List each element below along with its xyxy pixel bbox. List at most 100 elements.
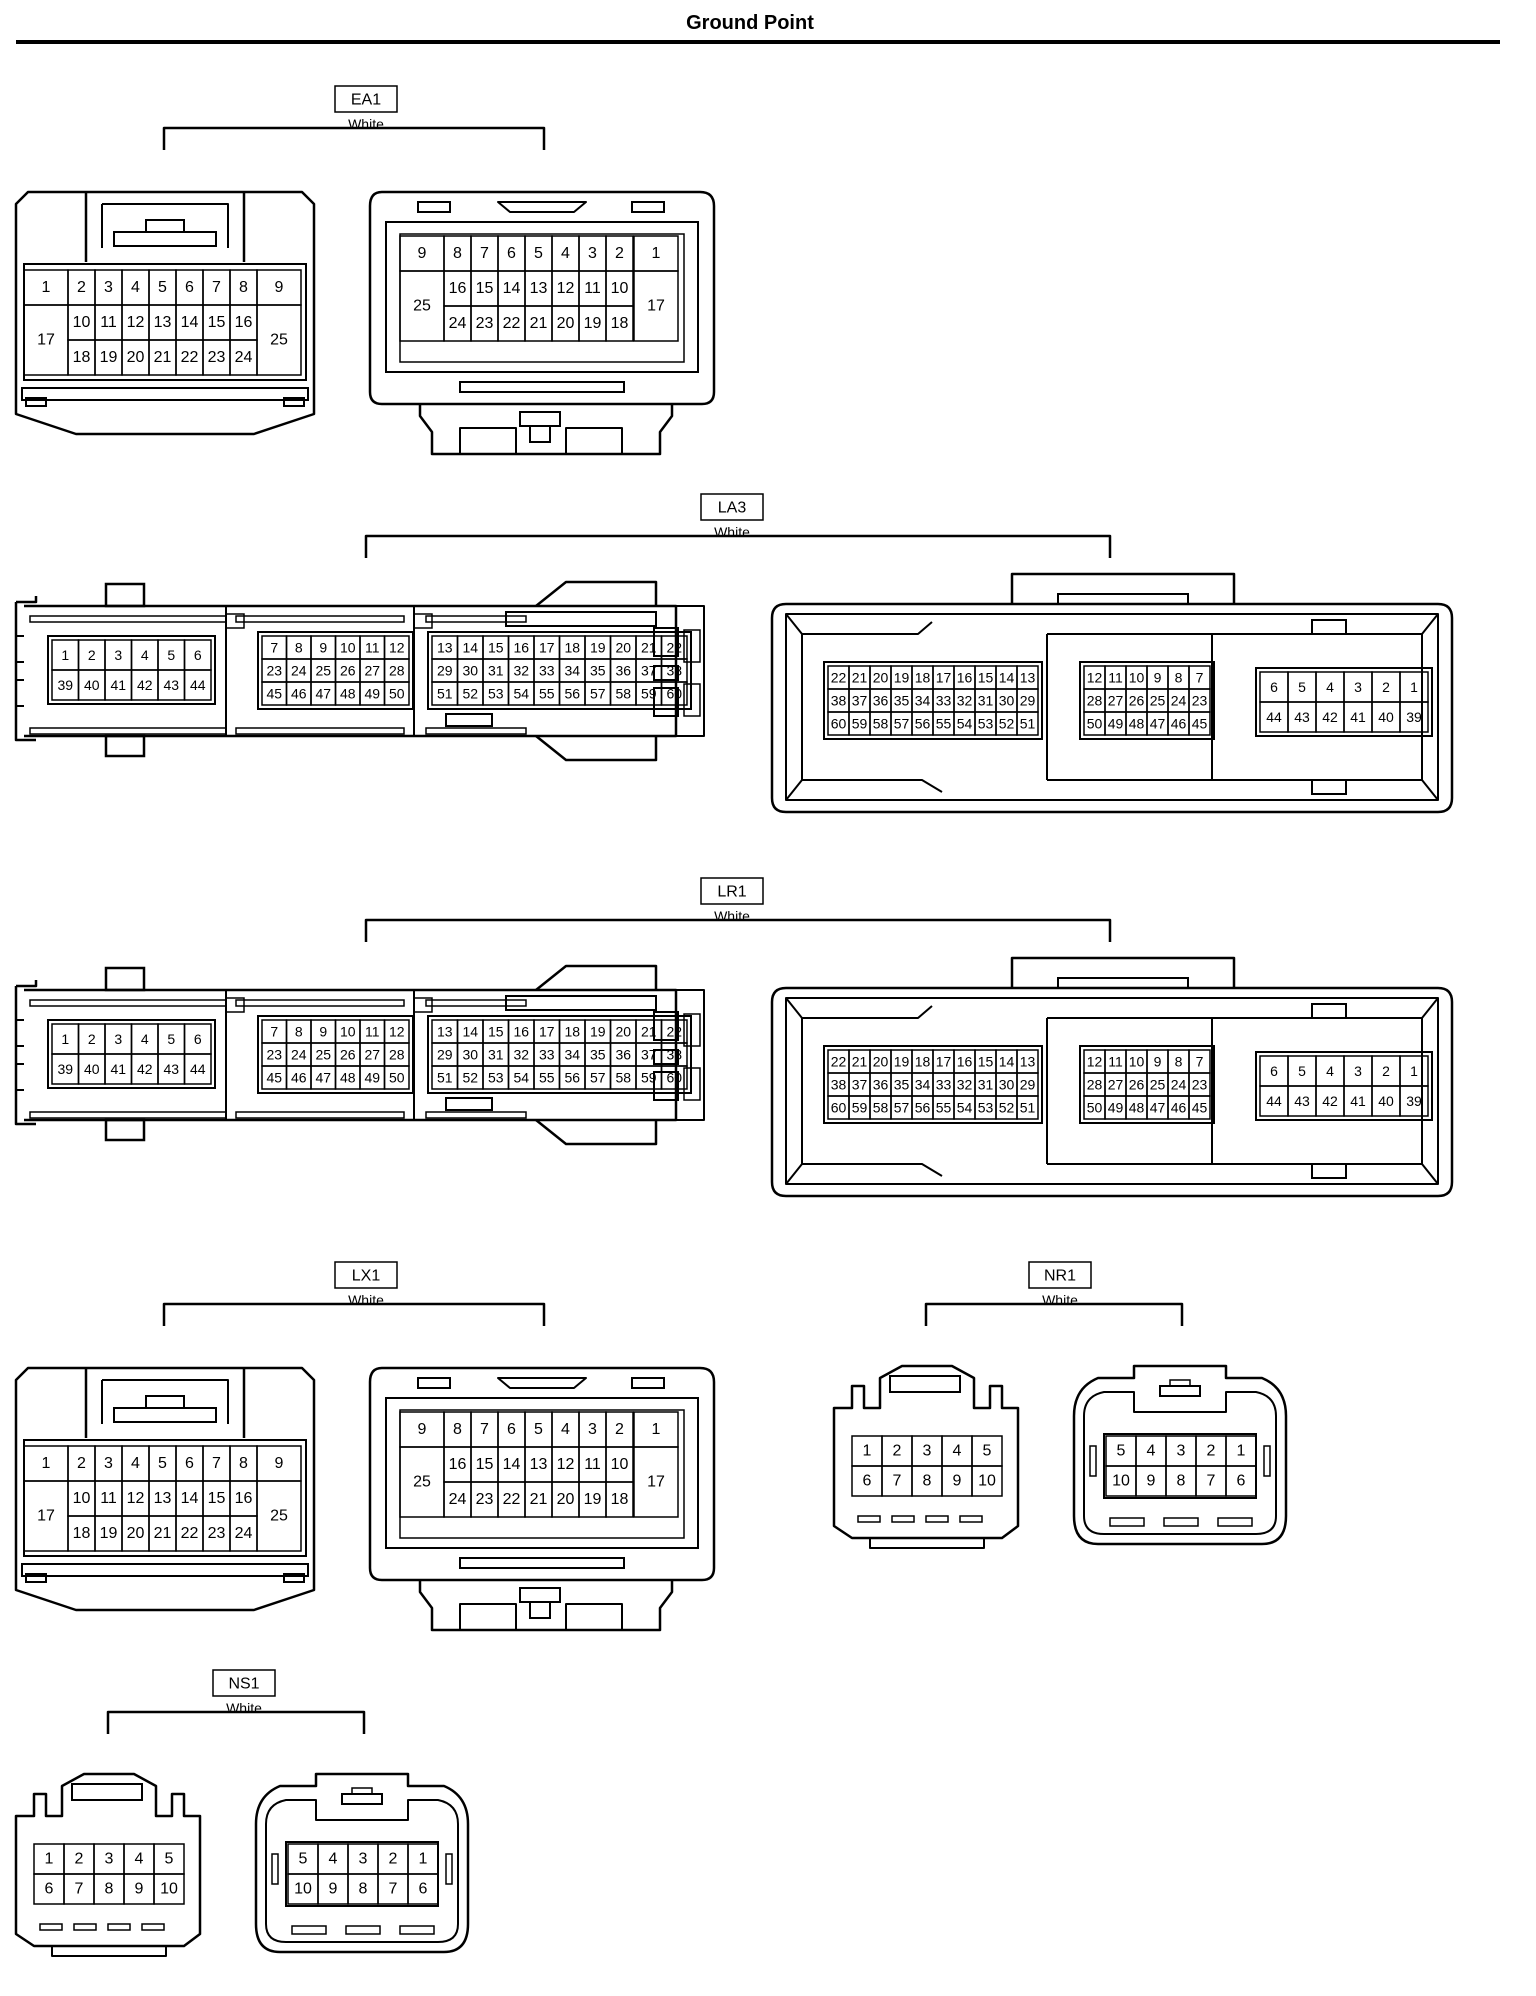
pin-number: 47 [1150, 1100, 1166, 1116]
pin-number: 16 [957, 1054, 973, 1070]
pin-block [47, 635, 216, 705]
outline [1010, 572, 1236, 604]
latch-slot [925, 1515, 949, 1523]
outline [425, 615, 527, 623]
outline [368, 190, 716, 406]
outline [832, 1364, 1020, 1540]
outline [413, 613, 433, 629]
pin-number: 14 [503, 280, 521, 297]
outline [25, 397, 47, 407]
outline [16, 1019, 24, 1091]
pin-number: 1 [1410, 679, 1418, 695]
pin-number: 24 [235, 1525, 253, 1542]
pin-number: 22 [831, 670, 847, 686]
connector-color: White [1042, 1292, 1078, 1308]
pin-number: 12 [1087, 670, 1103, 686]
pin-number: 35 [590, 663, 606, 679]
pin-number: 2 [77, 1455, 86, 1472]
pin-number: 6 [194, 1031, 202, 1047]
pin-number: 40 [84, 677, 100, 693]
pin-number: 29 [1020, 1077, 1036, 1093]
pin-number: 1 [419, 1851, 428, 1868]
pin-number: 3 [104, 1455, 113, 1472]
pin-number: 23 [476, 315, 494, 332]
pin-number: 16 [513, 1024, 529, 1040]
pin-number: 57 [894, 1100, 910, 1116]
pin-number: 25 [270, 1508, 288, 1525]
pin-number: 43 [1294, 1093, 1310, 1109]
pin-number: 18 [915, 1054, 931, 1070]
pin-cell [153, 1873, 185, 1905]
pin-number: 31 [488, 663, 504, 679]
bracket [364, 534, 1112, 558]
pin-number: 6 [1270, 1063, 1278, 1079]
connector-code-box [700, 877, 764, 905]
pin-number: 7 [212, 1455, 221, 1472]
pin-number: 6 [185, 1455, 194, 1472]
pin-number: 15 [476, 1456, 494, 1473]
bracket [106, 1710, 366, 1734]
pin-number: 18 [564, 1024, 580, 1040]
pin-number: 51 [1020, 1100, 1036, 1116]
pin-number: 17 [647, 298, 665, 315]
pin-number: 8 [1175, 670, 1183, 686]
outline [113, 231, 217, 247]
pin-number: 42 [137, 1061, 153, 1077]
outline [113, 1407, 217, 1423]
pin-number: 44 [190, 1061, 206, 1077]
pin-number: 42 [137, 677, 153, 693]
pin-cell [183, 669, 212, 701]
pin-number: 59 [641, 686, 657, 702]
pin-block [427, 1015, 692, 1094]
outline [84, 1368, 246, 1438]
pin-number: 4 [135, 1851, 144, 1868]
outline [889, 1375, 961, 1393]
pin-number: 21 [154, 349, 172, 366]
pin-number: 19 [100, 1525, 118, 1542]
outline [71, 1783, 143, 1801]
outline [653, 687, 679, 717]
pin-number: 5 [1298, 1063, 1306, 1079]
pin-number: 20 [615, 640, 631, 656]
pin-number: 6 [194, 647, 202, 663]
pin-number: 1 [42, 1455, 51, 1472]
pin-number: 10 [294, 1881, 312, 1898]
pin-number: 27 [1108, 693, 1124, 709]
pin-number: 24 [235, 349, 253, 366]
connector-color: White [714, 908, 750, 924]
outline [21, 1563, 309, 1577]
pin-number: 6 [507, 245, 516, 262]
pin-number: 12 [127, 314, 145, 331]
pin-number: 46 [291, 1070, 307, 1086]
latch-slot [959, 1515, 983, 1523]
pin-number: 7 [480, 1421, 489, 1438]
pin-number: 2 [1382, 1063, 1390, 1079]
pin-number: 48 [340, 1070, 356, 1086]
pin-number: 48 [340, 686, 356, 702]
pin-number: 31 [978, 693, 994, 709]
pin-number: 22 [503, 1491, 521, 1508]
pin-number: 8 [453, 1421, 462, 1438]
pin-number: 23 [266, 663, 282, 679]
pin-number: 42 [1322, 1093, 1338, 1109]
outline [418, 404, 674, 456]
outline [425, 727, 527, 735]
pin-number: 22 [503, 315, 521, 332]
pin-number: 1 [1410, 1063, 1418, 1079]
pin-number: 53 [488, 1070, 504, 1086]
pin-number: 16 [449, 1456, 467, 1473]
connector-code-box [334, 85, 398, 113]
pin-number: 9 [418, 1421, 427, 1438]
connector-code: LA3 [718, 500, 747, 517]
pin-number: 28 [1087, 1077, 1103, 1093]
pin-cell [660, 681, 688, 706]
pin-number: 54 [513, 686, 529, 702]
pin-number: 24 [449, 315, 467, 332]
pin-number: 23 [476, 1491, 494, 1508]
outline [413, 997, 433, 1013]
pin-number: 15 [978, 1054, 994, 1070]
pin-number: 25 [315, 1047, 331, 1063]
